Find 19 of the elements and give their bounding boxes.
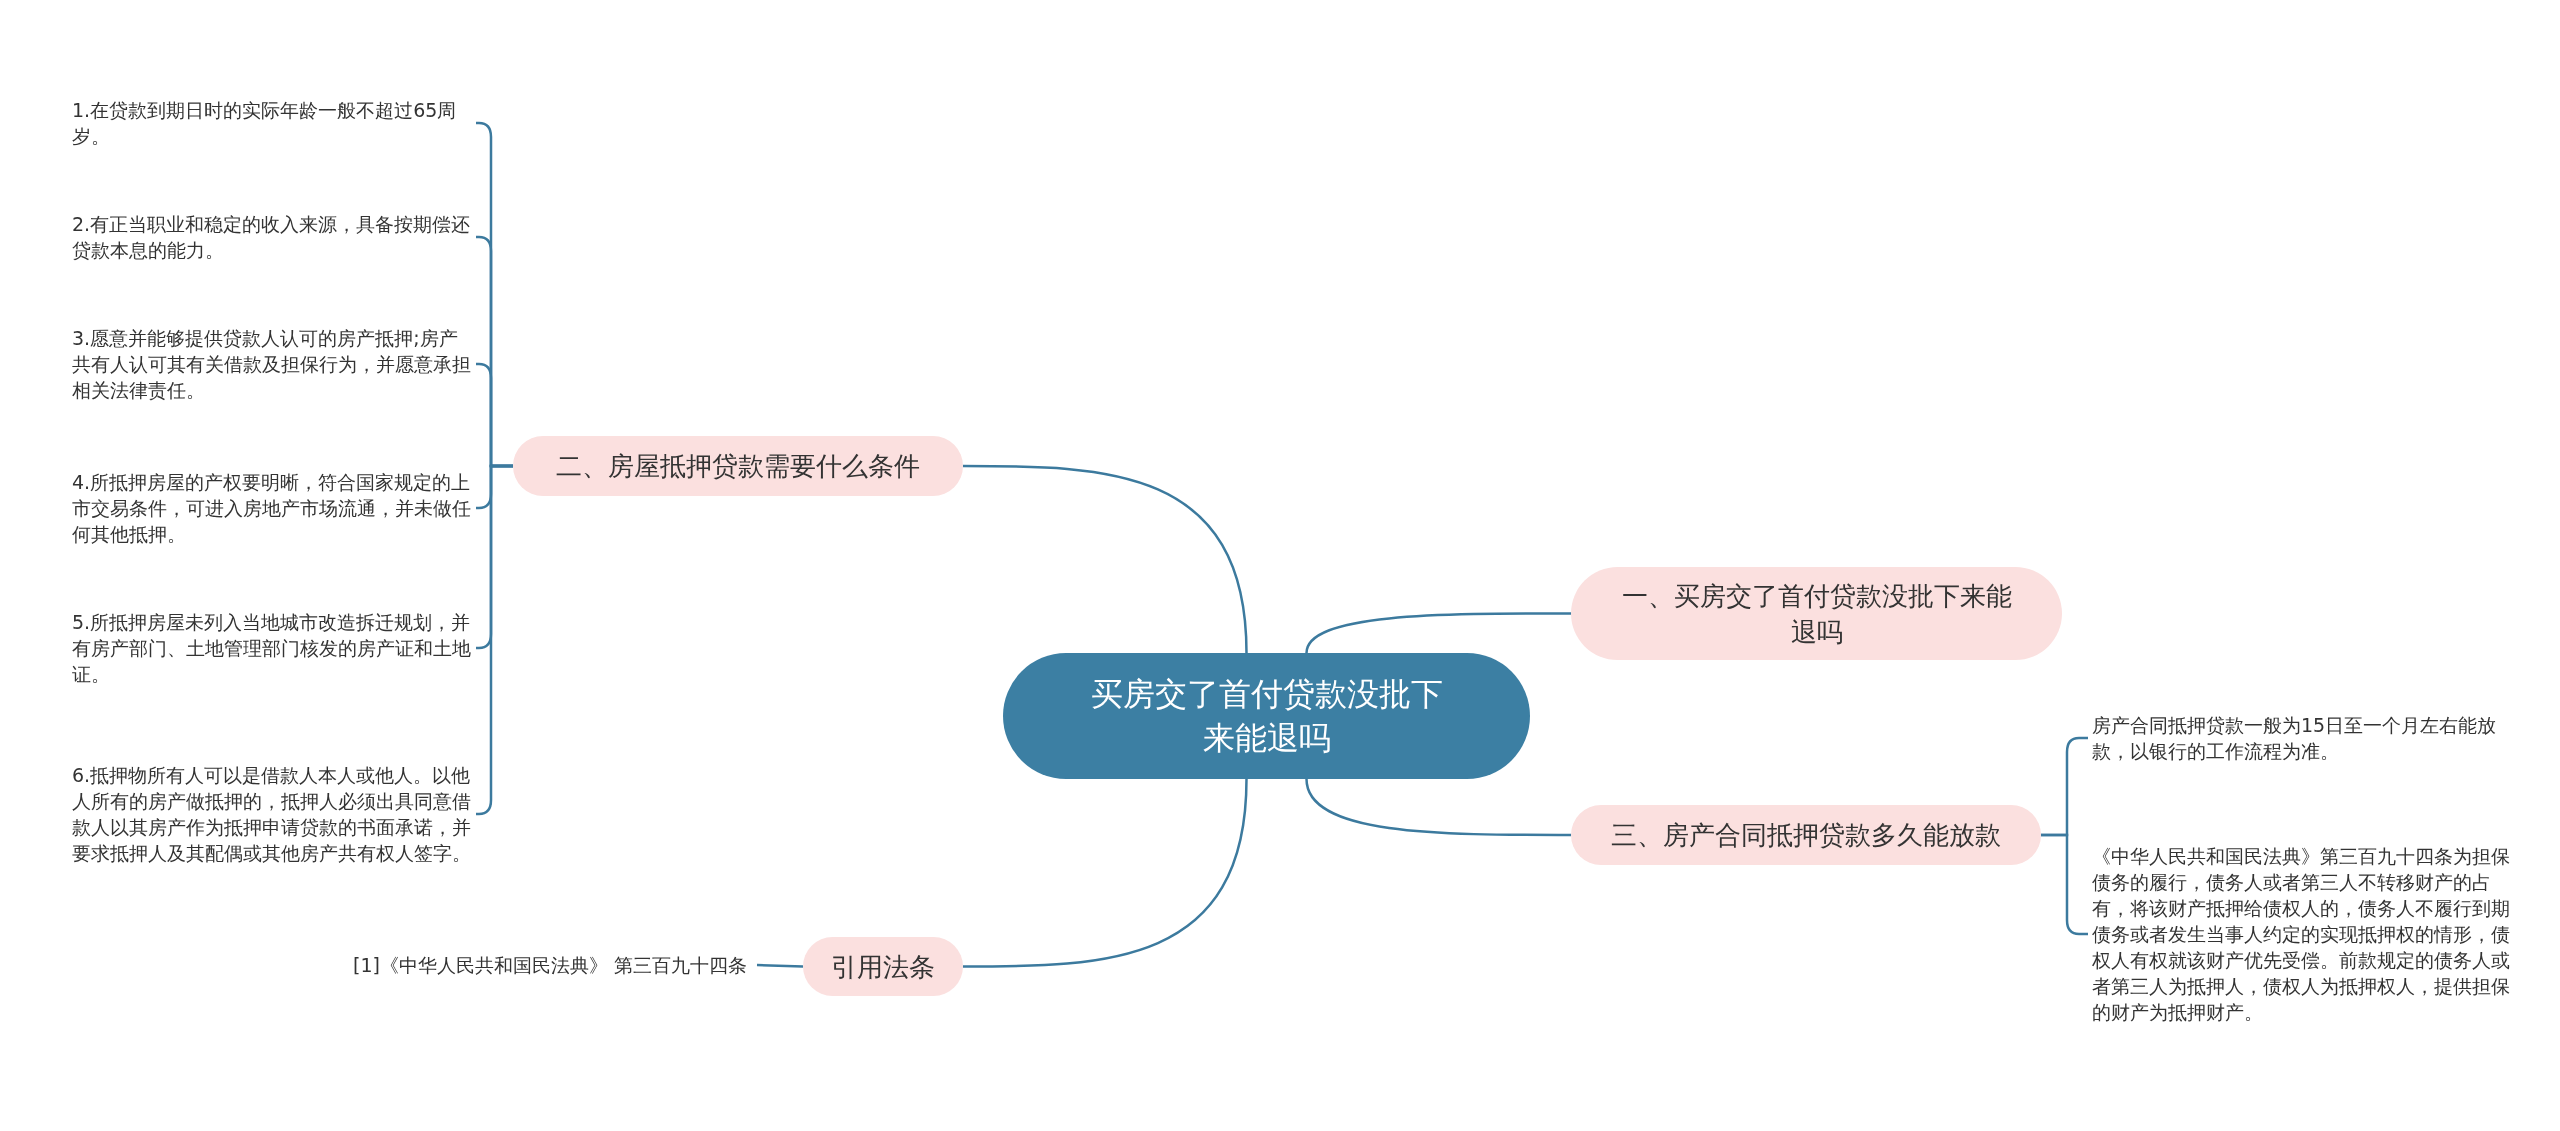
note-text: 1.在贷款到期日时的实际年龄一般不超过65周岁。	[72, 98, 458, 149]
central-topic: 买房交了首付贷款没批下来能退吗	[1003, 653, 1530, 779]
note-text: 3.愿意并能够提供贷款人认可的房产抵押;房产共有人认可其有关借款及担保行为，并愿意承担相关法律责任。	[72, 326, 472, 403]
topic-box: 二、房屋抵押贷款需要什么条件	[513, 436, 963, 496]
connector-line	[1305, 778, 1571, 837]
connector-line	[963, 464, 1248, 654]
topic-box: 引用法条	[803, 937, 963, 996]
note-text: 《中华人民共和国民法典》第三百九十四条为担保债务的履行，债务人或者第三人不转移财产的占有，将该财产抵押给债权人的，债务人不履行到期债务或者发生当事人约定的实现抵押权的情形，债权人有权就该财产优先受偿。前款规定的债务人或者第三人为抵押人，债权人为抵押权人，提供担保的财产为抵押财产。	[2092, 844, 2511, 1025]
topic-box: 三、房产合同抵押贷款多久能放款	[1571, 805, 2041, 865]
note-text: 4.所抵押房屋的产权要明晰，符合国家规定的上市交易条件，可进入房地产市场流通，并未做任何其他抵押。	[72, 470, 472, 547]
note-text: 6.抵押物所有人可以是借款人本人或他人。以他人所有的房产做抵押的，抵押人必须出具同意借款人以其房产作为抵押申请贷款的书面承诺，并要求抵押人及其配偶或其他房产共有权人签字。	[72, 763, 472, 866]
note-text: 2.有正当职业和稳定的收入来源，具备按期偿还贷款本息的能力。	[72, 212, 472, 263]
note-text: 5.所抵押房屋未列入当地城市改造拆迁规划，并有房产部门、土地管理部门核发的房产证和土地证。	[72, 610, 472, 687]
connector-line	[756, 963, 804, 968]
topic-box: 一、买房交了首付贷款没批下来能退吗	[1571, 567, 2062, 660]
connector-line	[1305, 612, 1571, 654]
connector-line	[963, 778, 1248, 968]
note-text: [1]《中华人民共和国民法典》 第三百九十四条	[353, 953, 747, 978]
note-text: 房产合同抵押贷款一般为15日至一个月左右能放款，以银行的工作流程为准。	[2092, 713, 2498, 764]
